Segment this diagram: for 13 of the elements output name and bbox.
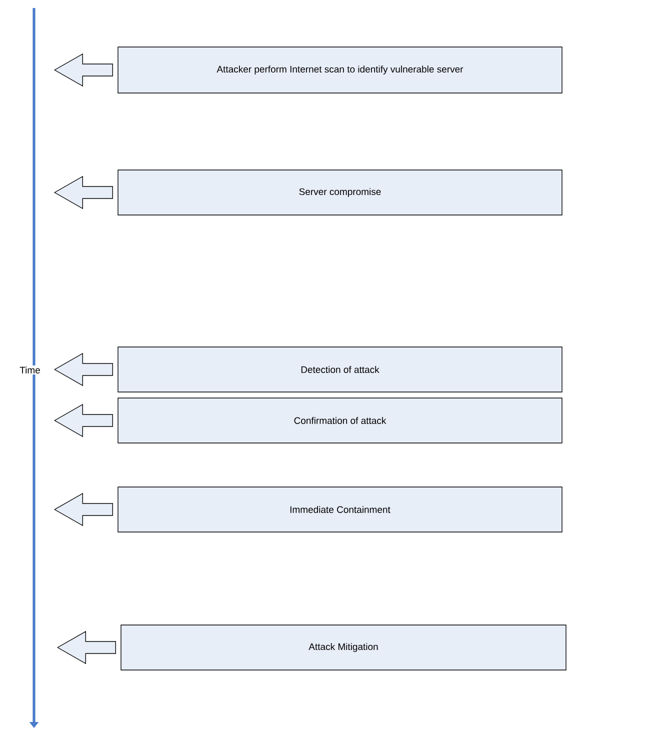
event-box: Detection of attack	[118, 346, 562, 392]
block-arrow	[56, 630, 116, 664]
event-box: Server compromise	[118, 170, 562, 216]
block-arrow	[54, 53, 113, 87]
event-box: Attack Mitigation	[120, 624, 566, 670]
block-arrow	[54, 404, 113, 438]
event-box: Attacker perform Internet scan to identify vulnerable server	[118, 46, 562, 94]
event-box: Immediate Containment	[118, 486, 562, 532]
axis-label: Time	[18, 366, 42, 374]
block-arrow	[54, 352, 113, 386]
block-arrow	[54, 176, 113, 210]
block-arrow	[54, 492, 113, 526]
event-box: Confirmation of attack	[118, 398, 562, 444]
